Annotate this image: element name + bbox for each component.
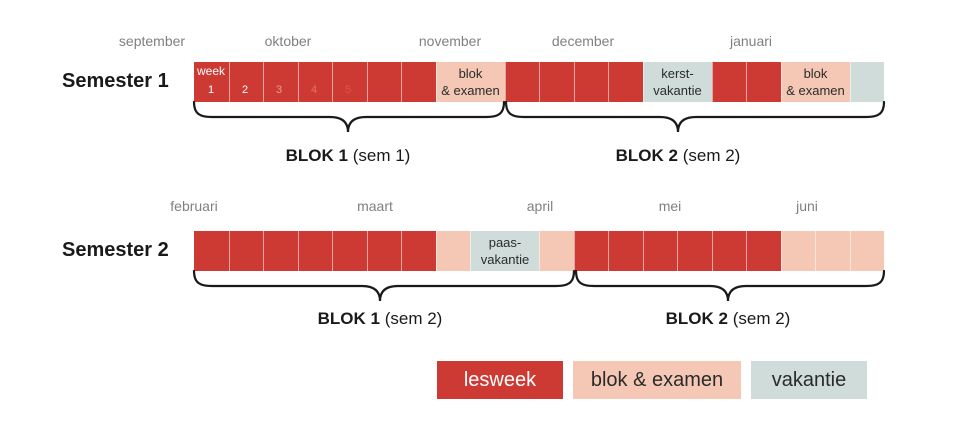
week-number: 1 — [207, 84, 215, 96]
lesweek-cell — [332, 231, 367, 271]
blok-name: BLOK 2 — [665, 309, 728, 328]
lesweek-cell — [228, 62, 263, 102]
week-number: 4 — [310, 84, 318, 96]
semester-1-label: Semester 1 — [62, 70, 169, 92]
lesweek-cell — [194, 231, 229, 271]
legend-lesweek: lesweek — [437, 361, 563, 399]
blok-cell — [780, 231, 815, 271]
lesweek-cell — [711, 231, 746, 271]
lesweek-cell — [608, 231, 643, 271]
blok-semester: (sem 2) — [682, 146, 741, 165]
week-number: 2 — [241, 84, 249, 96]
month-label: maart — [357, 198, 393, 214]
week-label: week — [197, 64, 226, 78]
lesweek-cell — [194, 62, 229, 102]
month-label: oktober — [264, 33, 312, 49]
month-label: september — [118, 33, 186, 49]
blok-name: BLOK 2 — [615, 146, 678, 165]
blok-cell — [435, 231, 470, 271]
lesweek-cell — [297, 62, 332, 102]
semester-2-label: Semester 2 — [62, 239, 169, 261]
lesweek-cell — [297, 231, 332, 271]
cell-label: paas- vakantie — [480, 235, 530, 267]
blok-semester: (sem 1) — [352, 146, 411, 165]
month-label: november — [418, 33, 482, 49]
brace-blok-2-sem-1 — [504, 100, 886, 133]
vakantie-cell: kerst- vakantie — [642, 62, 712, 102]
lesweek-cell — [642, 231, 677, 271]
lesweek-cell — [366, 231, 401, 271]
lesweek-cell — [332, 62, 367, 102]
lesweek-cell — [746, 62, 781, 102]
lesweek-cell — [746, 231, 781, 271]
blok-1-sem-2-label: BLOK 1 (sem 2) — [318, 309, 443, 329]
blok-cell — [815, 231, 850, 271]
lesweek-cell — [677, 231, 712, 271]
month-label: april — [526, 198, 554, 214]
lesweek-cell — [228, 231, 263, 271]
cell-label: blok & examen — [441, 66, 500, 98]
month-label: februari — [170, 198, 218, 214]
month-label: december — [551, 33, 615, 49]
lesweek-cell — [401, 62, 436, 102]
lesweek-cell — [711, 62, 746, 102]
brace-blok-1-sem-1 — [192, 100, 506, 133]
cell-label: blok & examen — [786, 66, 845, 98]
blok-semester: (sem 2) — [732, 309, 791, 328]
lesweek-cell — [263, 231, 298, 271]
lesweek-cell — [401, 231, 436, 271]
week-number: 3 — [275, 84, 283, 96]
blok-name: BLOK 1 — [317, 309, 380, 328]
month-label: mei — [658, 198, 682, 214]
cell-label: kerst- vakantie — [653, 66, 702, 98]
month-label: januari — [729, 33, 773, 49]
blok-cell — [849, 231, 884, 271]
blok-1-sem-1-label: BLOK 1 (sem 1) — [286, 146, 411, 166]
month-label: juni — [796, 198, 818, 214]
vakantie-cell — [849, 62, 884, 102]
lesweek-cell — [366, 62, 401, 102]
lesweek-cell — [573, 231, 608, 271]
lesweek-cell — [539, 62, 574, 102]
legend-vakantie: vakantie — [751, 361, 867, 399]
lesweek-cell — [263, 62, 298, 102]
blok-cell: blok & examen — [780, 62, 850, 102]
legend-blok-examen: blok & examen — [573, 361, 741, 399]
blok-2-sem-2-label: BLOK 2 (sem 2) — [666, 309, 791, 329]
lesweek-cell — [608, 62, 643, 102]
blok-name: BLOK 1 — [285, 146, 348, 165]
lesweek-cell — [573, 62, 608, 102]
blok-semester: (sem 2) — [384, 309, 443, 328]
blok-cell — [539, 231, 574, 271]
blok-2-sem-1-label: BLOK 2 (sem 2) — [616, 146, 741, 166]
lesweek-cell — [504, 62, 539, 102]
blok-cell: blok & examen — [435, 62, 505, 102]
vakantie-cell: paas- vakantie — [470, 231, 539, 271]
brace-blok-1-sem-2 — [192, 269, 576, 302]
brace-blok-2-sem-2 — [574, 269, 886, 302]
week-number: 5 — [344, 84, 352, 96]
